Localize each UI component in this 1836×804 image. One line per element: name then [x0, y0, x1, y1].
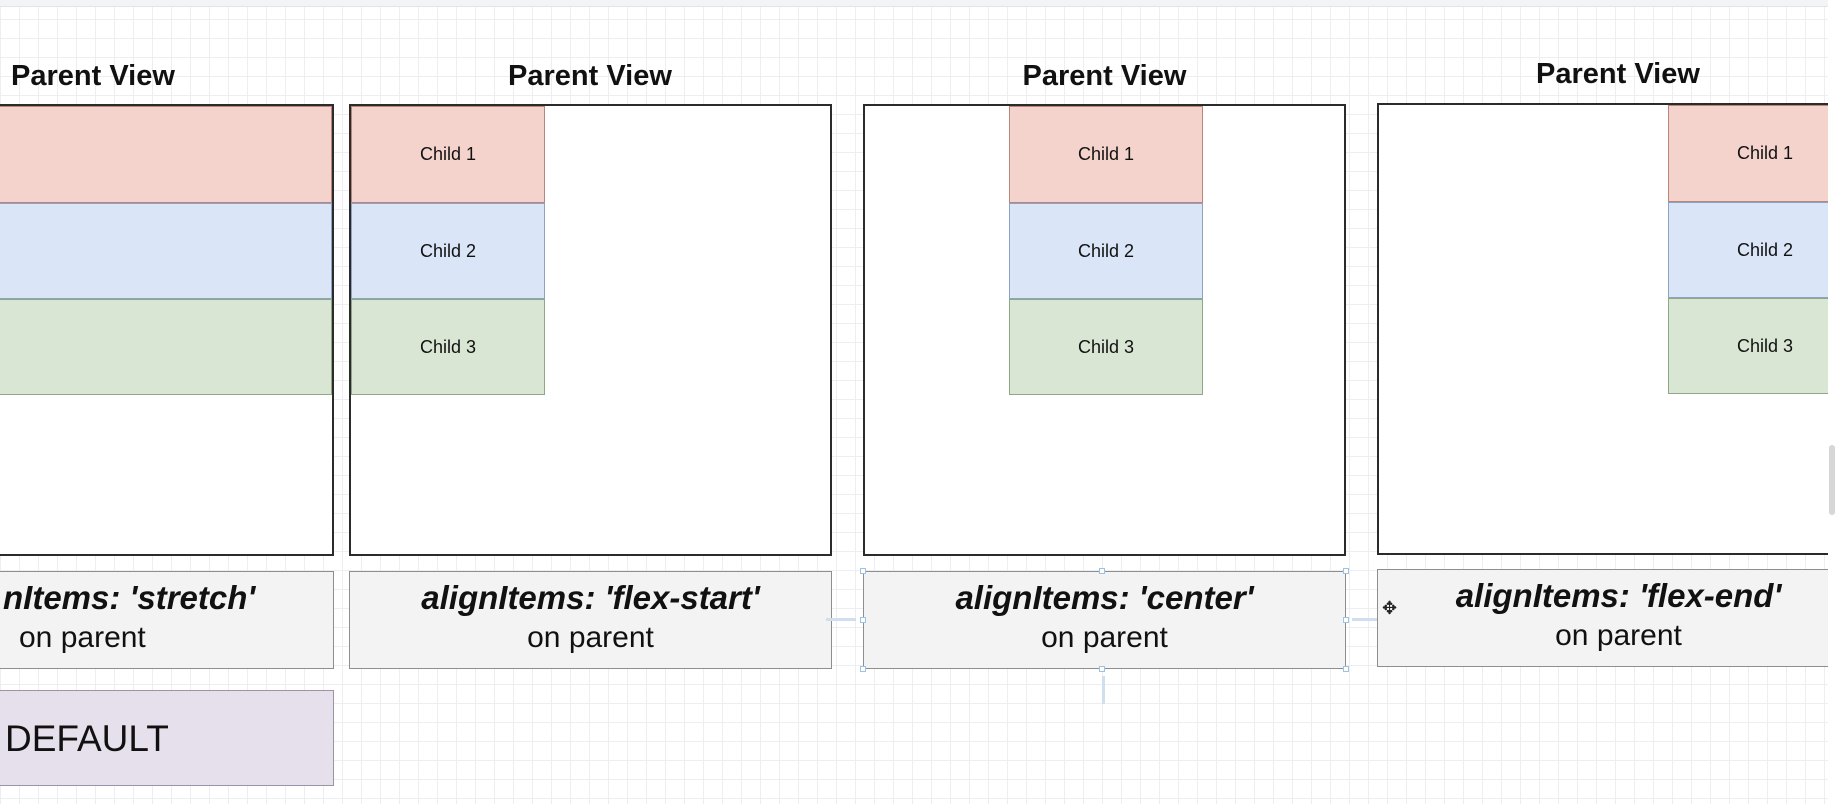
- panel-flex-end-sub: on parent: [1555, 619, 1682, 652]
- panel-flex-end-child-2[interactable]: Child 2: [1668, 202, 1836, 298]
- panel-flex-end-title: Parent View: [1536, 58, 1700, 90]
- panel-flex-start-child-1[interactable]: Child 1: [351, 106, 545, 203]
- panel-center-child-1[interactable]: Child 1: [1009, 106, 1203, 203]
- panel-center-label[interactable]: alignItems: 'center' on parent: [863, 571, 1346, 669]
- panel-stretch-child-1[interactable]: [0, 106, 332, 203]
- panel-center-child-2[interactable]: Child 2: [1009, 203, 1203, 299]
- panel-center-title: Parent View: [1022, 60, 1187, 92]
- panel-stretch-label[interactable]: nItems: 'stretch' on parent: [0, 571, 334, 669]
- default-badge[interactable]: DEFAULT: [0, 690, 334, 786]
- selection-handle[interactable]: [1343, 666, 1349, 672]
- panel-flex-start-sub: on parent: [527, 621, 654, 654]
- panel-stretch-code: nItems: 'stretch': [3, 579, 256, 616]
- panel-flex-end-child-1[interactable]: Child 1: [1668, 105, 1836, 202]
- selection-handle[interactable]: [1343, 617, 1349, 623]
- panel-stretch-sub: on parent: [19, 621, 146, 654]
- scrollbar-thumb[interactable]: [1829, 445, 1835, 515]
- panel-flex-start-code: alignItems: 'flex-start': [421, 579, 760, 616]
- selection-handle[interactable]: [860, 568, 866, 574]
- connector-arrow-down: [1102, 676, 1105, 704]
- panel-stretch-child-3[interactable]: [0, 299, 332, 395]
- panel-flex-start-title: Parent View: [508, 60, 672, 92]
- selection-handle[interactable]: [860, 617, 866, 623]
- move-cursor-icon: ✥: [1382, 598, 1398, 618]
- panel-center-sub: on parent: [1041, 621, 1168, 654]
- panel-flex-start-child-3[interactable]: Child 3: [351, 299, 545, 395]
- panel-flex-start-child-2[interactable]: Child 2: [351, 203, 545, 299]
- scrollbar[interactable]: [1828, 0, 1836, 804]
- panel-flex-start-parent-view[interactable]: Child 1 Child 2 Child 3: [349, 104, 832, 556]
- panel-stretch-title: Parent View: [11, 60, 175, 92]
- panel-center-child-3[interactable]: Child 3: [1009, 299, 1203, 395]
- panel-flex-end-label[interactable]: alignItems: 'flex-end' on parent: [1377, 569, 1836, 667]
- panel-center-code: alignItems: 'center': [955, 579, 1254, 616]
- panel-stretch-parent-view[interactable]: [0, 104, 334, 556]
- selection-handle[interactable]: [860, 666, 866, 672]
- top-border: [0, 0, 1836, 7]
- selection-handle[interactable]: [1099, 666, 1105, 672]
- selection-handle[interactable]: [1343, 568, 1349, 574]
- panel-flex-end-code: alignItems: 'flex-end': [1455, 577, 1782, 614]
- panel-flex-end-child-3[interactable]: Child 3: [1668, 298, 1836, 394]
- connector-arrow-left: [826, 618, 856, 621]
- connector-arrow-right: [1352, 618, 1382, 621]
- panel-flex-end-parent-view[interactable]: Child 1 Child 2 Child 3: [1377, 103, 1836, 555]
- panel-center-parent-view[interactable]: Child 1 Child 2 Child 3: [863, 104, 1346, 556]
- panel-flex-start-label[interactable]: alignItems: 'flex-start' on parent: [349, 571, 832, 669]
- selection-handle[interactable]: [1099, 568, 1105, 574]
- panel-stretch-child-2[interactable]: [0, 203, 332, 299]
